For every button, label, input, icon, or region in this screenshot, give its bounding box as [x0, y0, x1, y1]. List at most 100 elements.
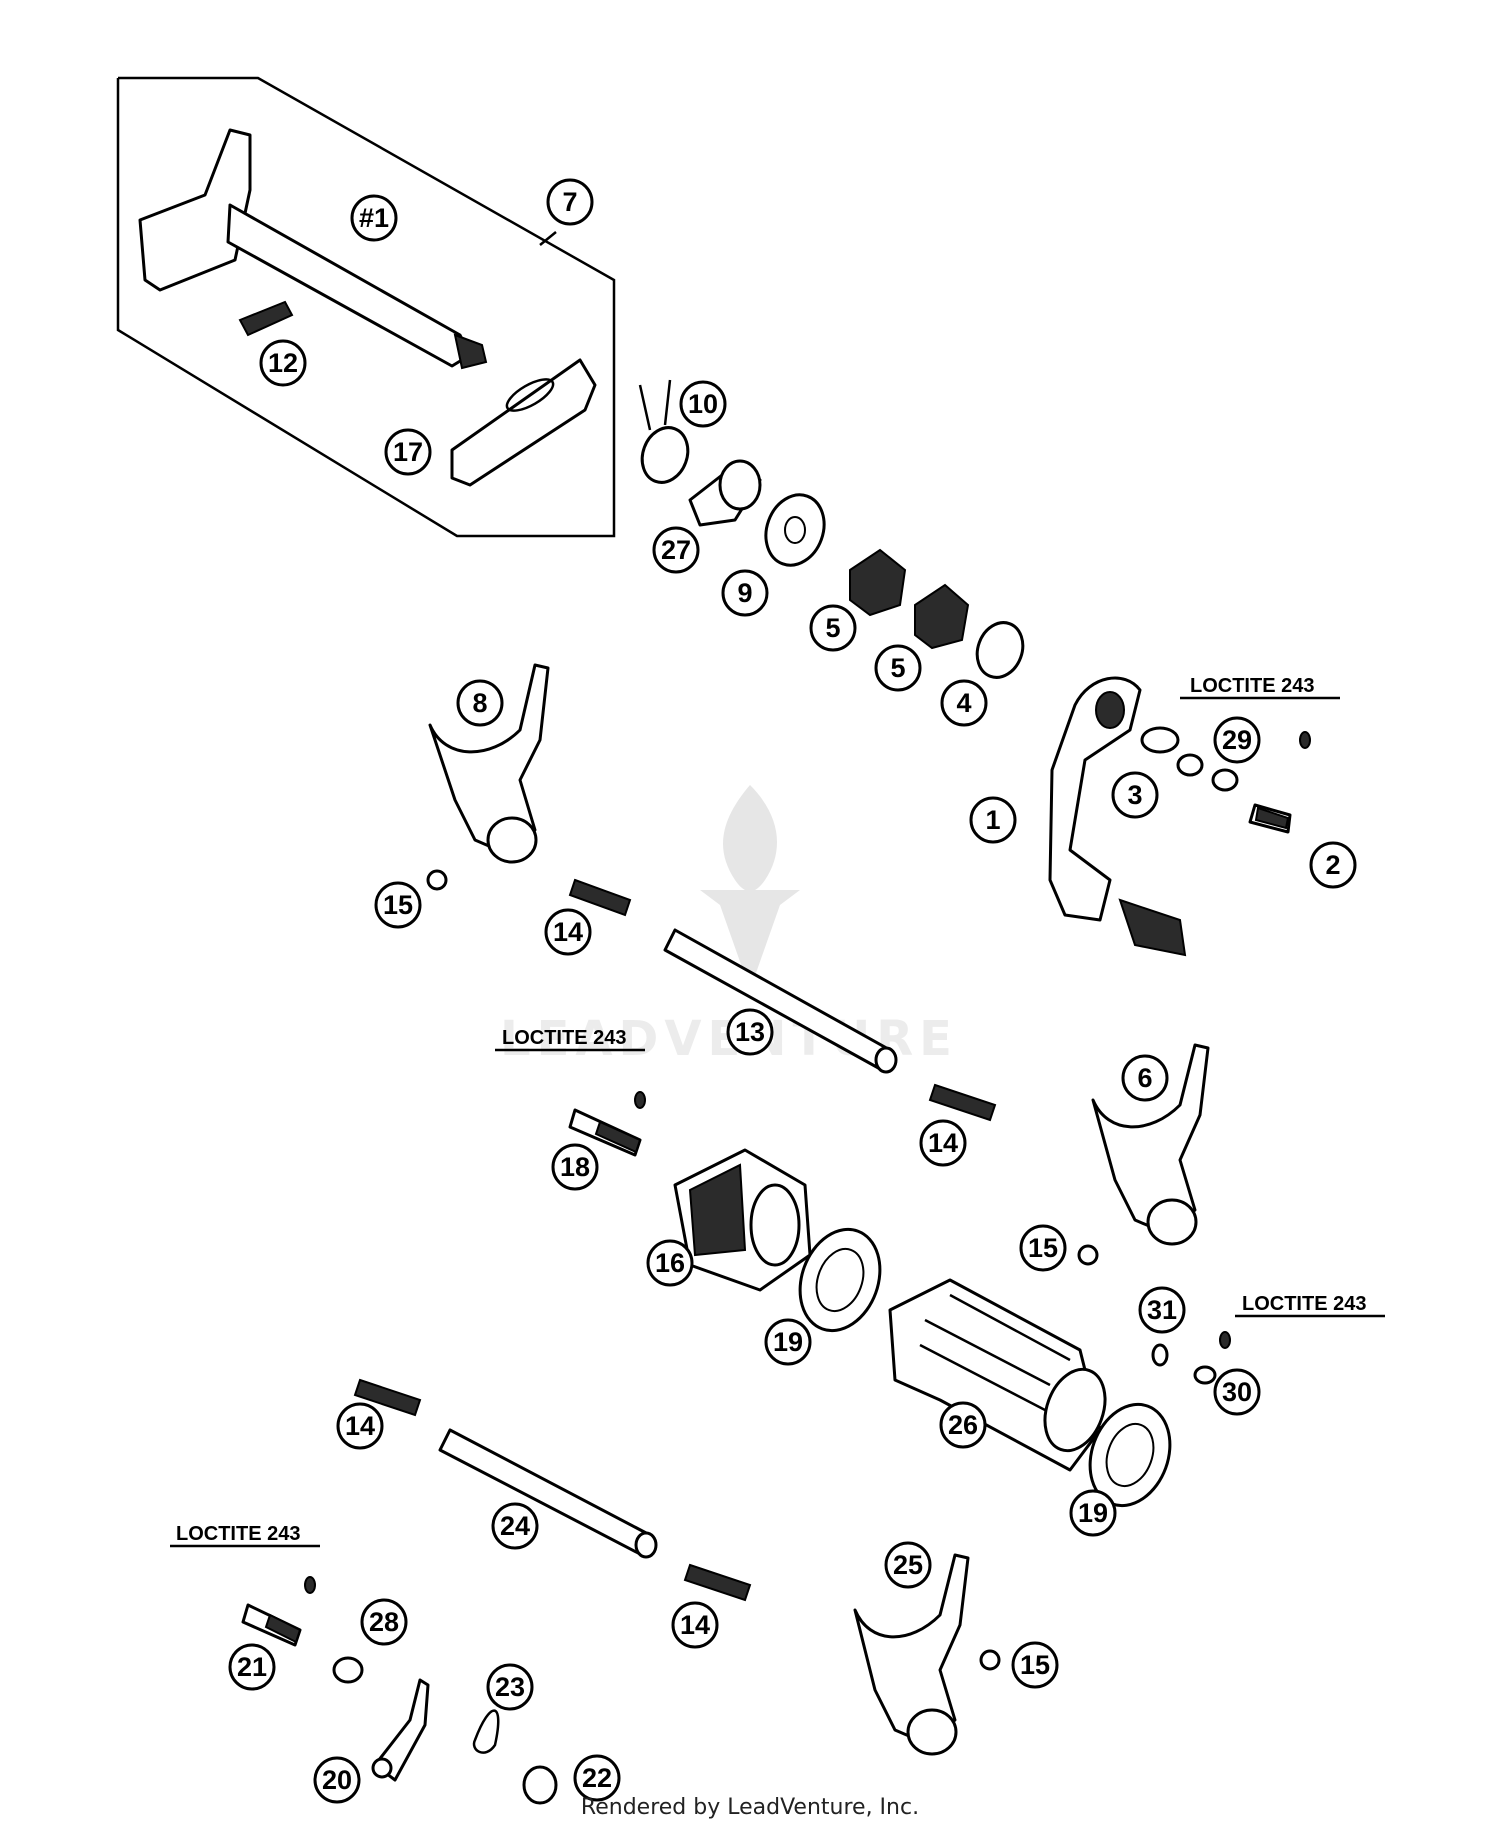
svg-text:29: 29: [1222, 725, 1252, 755]
svg-text:31: 31: [1147, 1295, 1177, 1325]
shift-fork-8: [428, 663, 550, 864]
svg-text:25: 25: [893, 1550, 923, 1580]
seal-4: [975, 621, 1025, 679]
bearing-5a: [849, 548, 907, 617]
shift-fork-25: [853, 1553, 970, 1756]
callout-19a: 19: [764, 1318, 812, 1366]
svg-text:4: 4: [956, 688, 971, 718]
callout-1: 1: [969, 796, 1017, 844]
shift-drum-26: [888, 1278, 1107, 1472]
svg-text:14: 14: [928, 1128, 958, 1158]
svg-text:15: 15: [1020, 1650, 1050, 1680]
callout-4: 4: [940, 679, 988, 727]
rendered-by-credit: Rendered by LeadVenture, Inc.: [580, 1795, 920, 1820]
spring-12: [238, 300, 294, 337]
svg-text:19: 19: [773, 1327, 803, 1357]
loctite-label: LOCTITE 243: [1190, 675, 1314, 697]
callout-20: 20: [313, 1756, 361, 1804]
svg-text:2: 2: [1325, 850, 1340, 880]
svg-text:22: 22: [582, 1763, 612, 1793]
loctite-note-4: LOCTITE 243: [170, 1523, 320, 1548]
callout-14b: 14: [919, 1119, 967, 1167]
shift-drum-locator-16: [673, 1148, 812, 1292]
svg-text:18: 18: [560, 1152, 590, 1182]
callout-31: 31: [1138, 1286, 1186, 1334]
callout-6: 6: [1121, 1054, 1169, 1102]
callout-10: 10: [679, 380, 727, 428]
ball-15c: [979, 1649, 1001, 1671]
bolt-21: [241, 1576, 316, 1647]
callout-1-hash: #1: [350, 194, 398, 242]
shift-rod-13: [663, 928, 898, 1074]
svg-text:5: 5: [825, 613, 840, 643]
loctite-note-2: LOCTITE 243: [495, 1027, 645, 1052]
spring-23: [472, 1709, 500, 1754]
callout-7: 7: [546, 178, 594, 226]
svg-text:24: 24: [500, 1511, 530, 1541]
callout-30: 30: [1213, 1368, 1261, 1416]
bolt-18: [568, 1091, 646, 1157]
loctite-note-3: LOCTITE 243: [1235, 1293, 1385, 1318]
svg-text:30: 30: [1222, 1377, 1252, 1407]
svg-text:16: 16: [655, 1248, 685, 1278]
sub-assembly-box-7: [116, 76, 616, 538]
svg-text:13: 13: [735, 1017, 765, 1047]
circlip-10: [640, 426, 690, 484]
callout-28: 28: [360, 1598, 408, 1646]
pin-31: [1151, 1343, 1169, 1367]
callout-14c: 14: [336, 1402, 384, 1450]
svg-text:7: 7: [562, 187, 577, 217]
shift-shaft: [226, 203, 472, 368]
svg-text:12: 12: [268, 348, 298, 378]
svg-text:1: 1: [985, 805, 1000, 835]
svg-text:26: 26: [948, 1410, 978, 1440]
callout-25: 25: [884, 1541, 932, 1589]
svg-text:3: 3: [1127, 780, 1142, 810]
callout-9: 9: [721, 569, 769, 617]
svg-text:9: 9: [737, 578, 752, 608]
shaft-spline: [453, 333, 488, 370]
callout-16: 16: [646, 1239, 694, 1287]
shift-arm-20: [373, 1678, 430, 1782]
lock-washer-29b: [1211, 768, 1239, 792]
svg-text:14: 14: [680, 1610, 710, 1640]
lock-washer-29a: [1176, 753, 1204, 777]
plate-17: [450, 358, 597, 487]
svg-text:14: 14: [553, 917, 583, 947]
shift-fork-6: [1091, 1043, 1210, 1246]
callout-18: 18: [551, 1143, 599, 1191]
callout-17: 17: [384, 428, 432, 476]
screw-30: [1193, 1331, 1231, 1385]
svg-text:28: 28: [369, 1607, 399, 1637]
spring-14c: [353, 1378, 422, 1417]
spring-14a: [568, 878, 632, 917]
ball-15a: [426, 869, 448, 891]
svg-text:14: 14: [345, 1411, 375, 1441]
callout-21: 21: [228, 1643, 276, 1691]
v-logo-icon: [700, 890, 800, 990]
loctite-label: LOCTITE 243: [1242, 1293, 1366, 1315]
washer-28: [332, 1656, 364, 1684]
spring-14d: [683, 1563, 752, 1602]
lever-fasteners: [1140, 726, 1311, 834]
callout-3: 3: [1111, 771, 1159, 819]
callout-24: 24: [491, 1502, 539, 1550]
svg-text:#1: #1: [359, 203, 389, 233]
callout-19b: 19: [1069, 1489, 1117, 1537]
callout-2: 2: [1309, 841, 1357, 889]
callout-26: 26: [939, 1401, 987, 1449]
bearing-5b: [914, 583, 970, 650]
lever-peg: [1118, 898, 1187, 957]
svg-text:21: 21: [237, 1652, 267, 1682]
shift-shaft-seals-bushings: [638, 379, 1025, 679]
roller-22: [522, 1765, 558, 1805]
svg-text:20: 20: [322, 1765, 352, 1795]
svg-text:10: 10: [688, 389, 718, 419]
bushing-27: [718, 459, 762, 511]
flame-logo-icon: [723, 785, 777, 892]
shift-rod-24: [438, 1428, 658, 1559]
callout-23: 23: [486, 1663, 534, 1711]
callout-15b: 15: [1019, 1224, 1067, 1272]
spring-14b: [928, 1083, 997, 1122]
